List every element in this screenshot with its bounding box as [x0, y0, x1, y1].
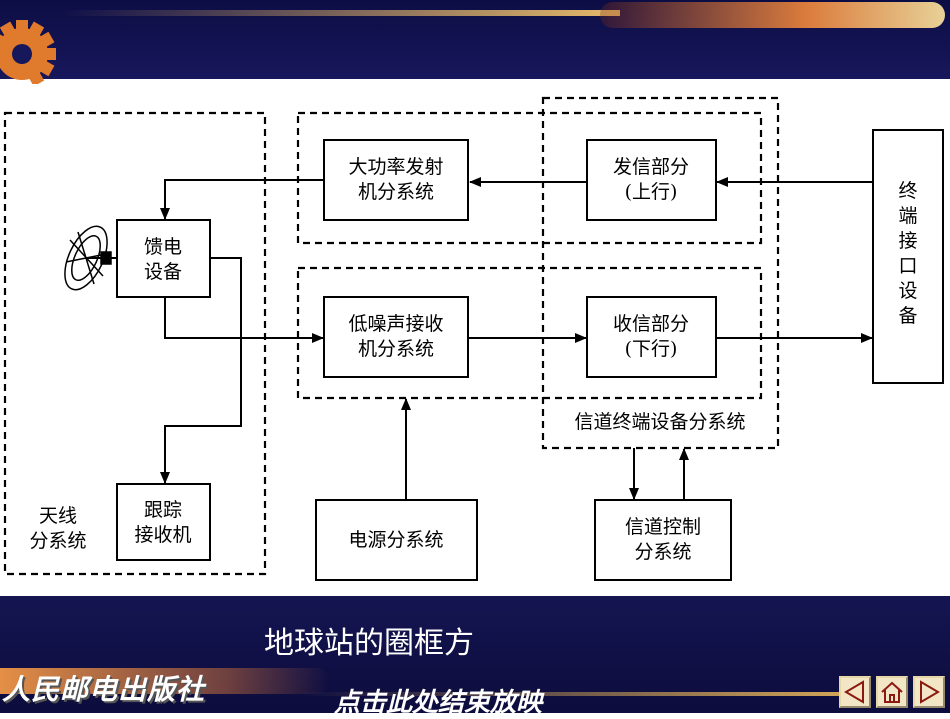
terminal-interface-box [872, 129, 944, 384]
prev-slide-button[interactable] [839, 676, 871, 708]
receive-section-box [586, 296, 717, 378]
receive-chain-boundary [296, 266, 763, 400]
arrow-feed-to-tracking [160, 257, 242, 484]
antenna-subsystem-label: 天线分系统 [29, 505, 86, 552]
transmit-section-box [586, 139, 717, 221]
home-button[interactable] [876, 676, 908, 708]
gear-icon [0, 20, 56, 84]
receive-section-label: 收信部分(下行) [613, 313, 689, 360]
bottom-banner: 地球站的圈框方 人民邮电出版社 点击此处结束放映 [0, 596, 950, 718]
dish-antenna-icon [64, 225, 117, 291]
channel-terminal-label: 信道终端设备分系统 [574, 411, 745, 433]
arrow-feed-to-lna [164, 298, 324, 343]
feed-equipment-label: 馈电设备 [144, 236, 182, 283]
triangle-right-icon [920, 680, 940, 704]
arrow-hpa-to-feed [160, 179, 323, 220]
channel-control-label: 信道控制分系统 [625, 516, 701, 563]
top-banner [0, 0, 950, 84]
terminal-interface-label: 终端接口设备 [898, 180, 917, 327]
hpa-subsystem-box [323, 139, 469, 221]
banner-glow [600, 2, 945, 28]
bottom-glow [0, 668, 330, 694]
next-slide-button[interactable] [913, 676, 945, 708]
lna-subsystem-label: 低噪声接收机分系统 [348, 313, 443, 360]
channel-control-box [594, 499, 732, 581]
feed-equipment-box [116, 219, 211, 298]
bottom-light-streak [300, 692, 840, 696]
transmit-section-label: 发信部分(上行) [613, 156, 689, 203]
publisher-name: 人民邮电出版社 [2, 673, 206, 706]
transmit-chain-boundary [296, 111, 763, 245]
earth-station-block-diagram: 天线分系统 馈电设备 跟踪接收机 大功率发射机分系统 低噪声接收机分系统 电源分… [3, 96, 944, 581]
tracking-receiver-box [116, 483, 211, 561]
hpa-subsystem-label: 大功率发射机分系统 [348, 156, 443, 203]
home-icon [881, 681, 903, 703]
power-subsystem-label: 电源分系统 [348, 529, 443, 551]
channel-terminal-boundary [541, 96, 780, 450]
tracking-receiver-label: 跟踪接收机 [134, 499, 191, 546]
slide-caption: 地球站的圈框方 [264, 626, 474, 661]
triangle-left-icon [844, 680, 864, 704]
banner-light-streak [60, 10, 620, 16]
lna-subsystem-box [323, 296, 469, 378]
power-subsystem-box [315, 499, 478, 581]
end-show-link[interactable]: 点击此处结束放映 [334, 688, 543, 718]
